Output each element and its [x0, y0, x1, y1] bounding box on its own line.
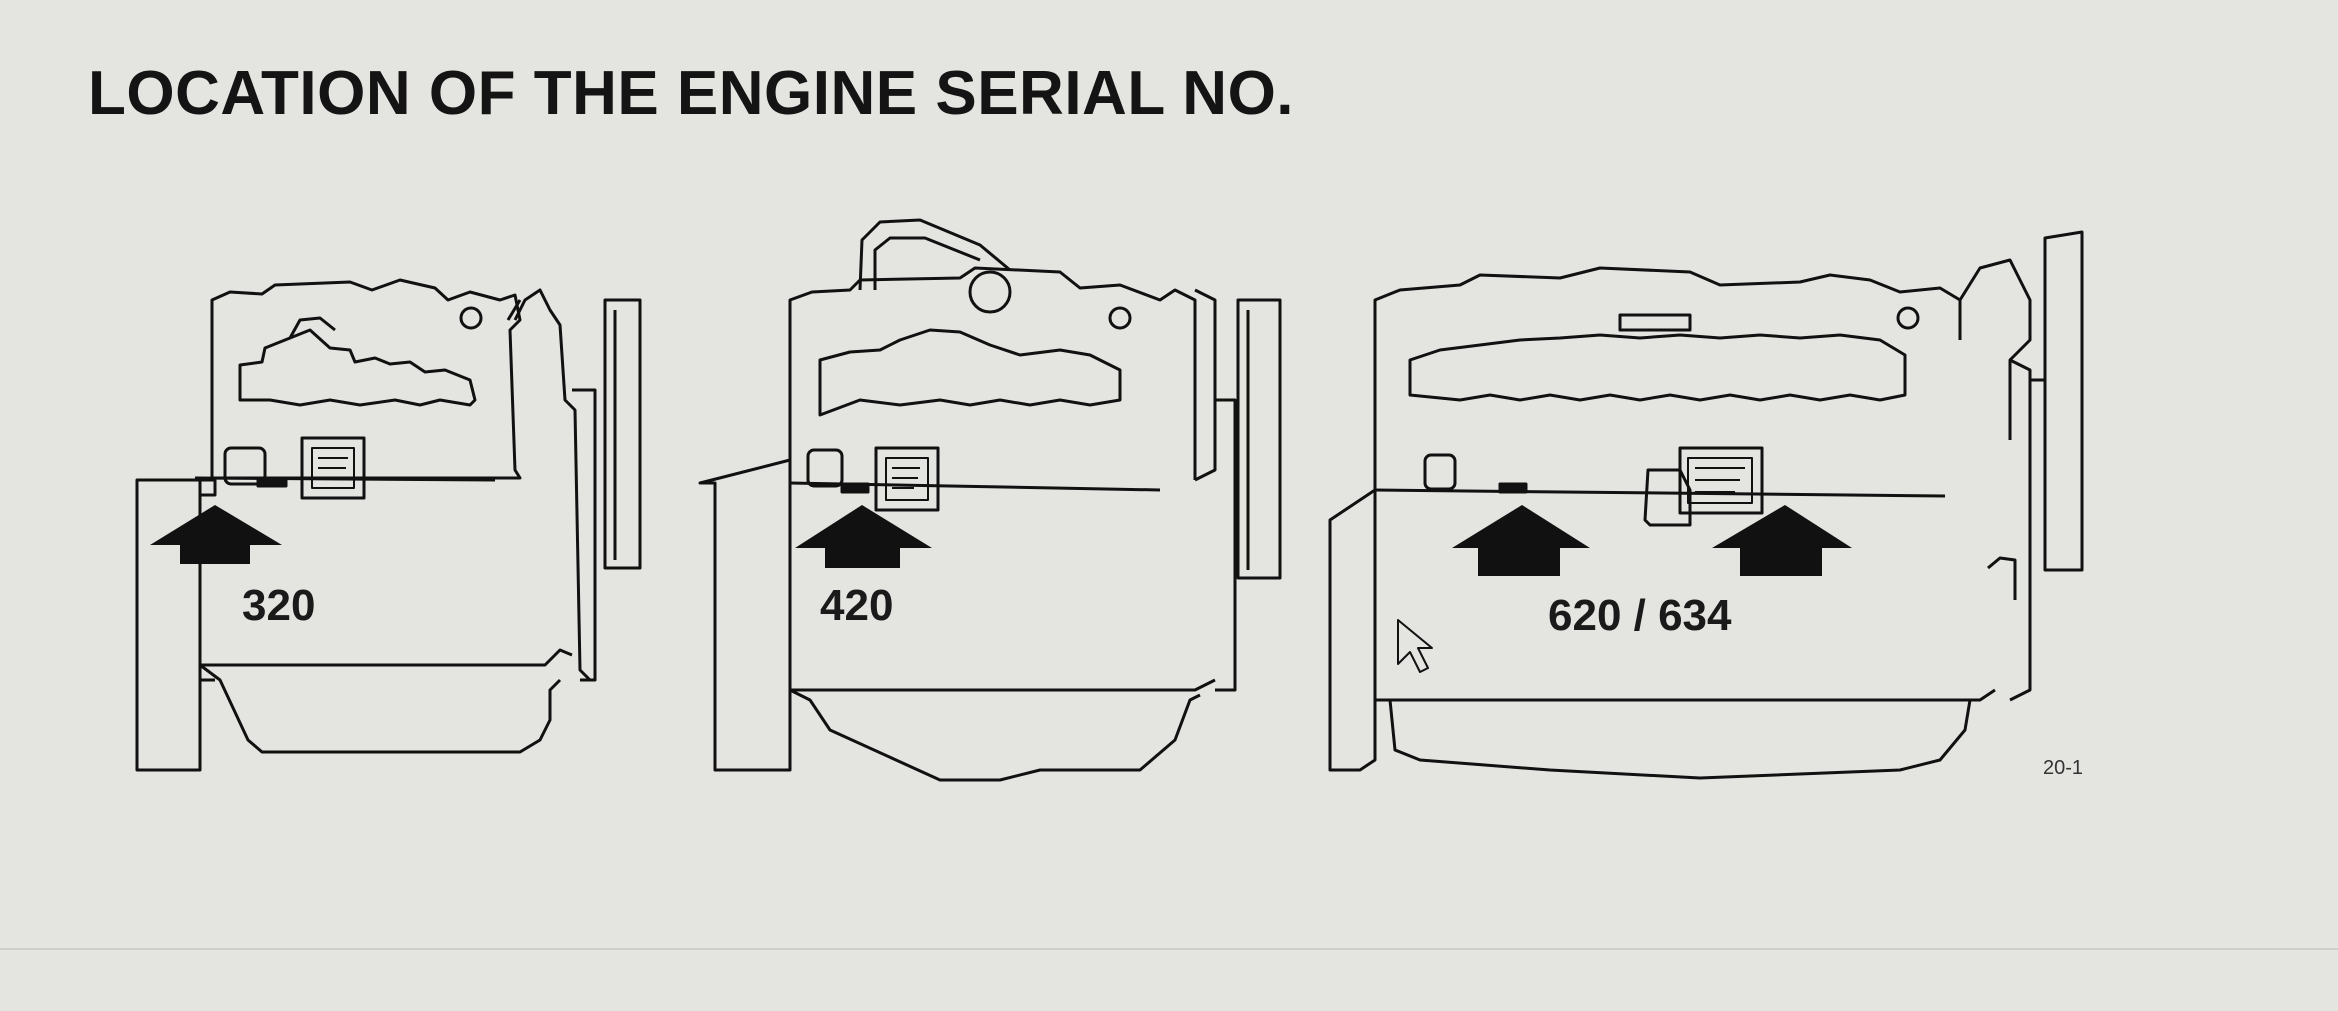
arrow-620-right — [1712, 505, 1852, 576]
label-620-634: 620 / 634 — [1548, 591, 1732, 640]
engine-420-drawing — [698, 218, 1282, 782]
arrow-320 — [150, 505, 282, 564]
label-320: 320 — [242, 581, 315, 630]
divider — [0, 948, 2338, 950]
arrow-420 — [795, 505, 932, 568]
page-title: LOCATION OF THE ENGINE SERIAL NO. — [88, 59, 1295, 128]
label-420: 420 — [820, 581, 893, 630]
figure-number: 20-1 — [2043, 757, 2083, 779]
engine-320-drawing — [135, 278, 642, 772]
engine-620-634-drawing — [1328, 230, 2084, 780]
arrow-620-left — [1452, 505, 1590, 576]
